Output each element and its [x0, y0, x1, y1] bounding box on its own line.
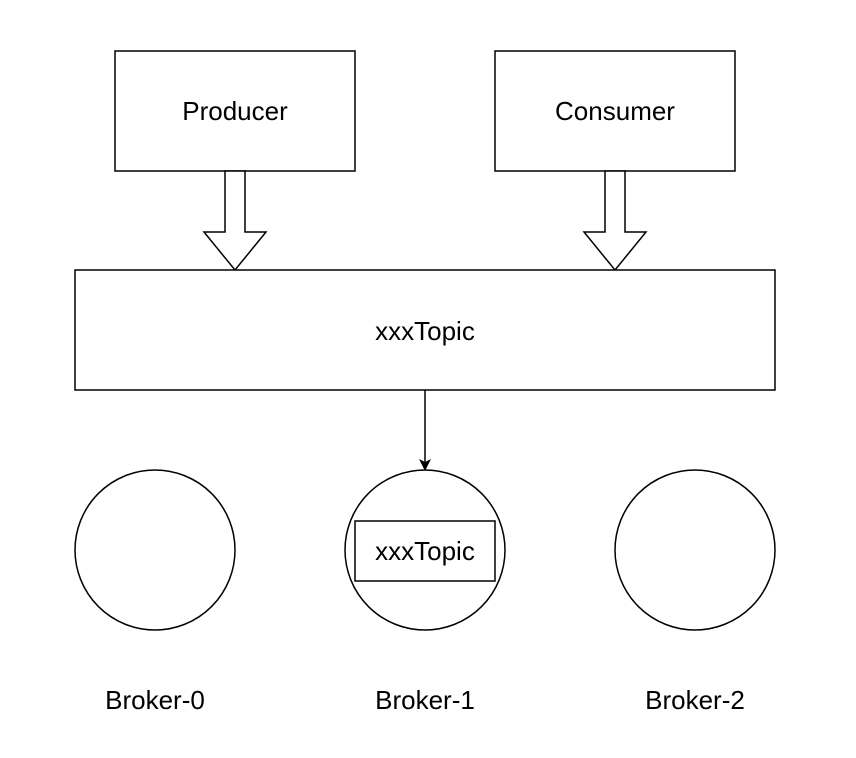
topic-node: xxxTopic — [74, 269, 776, 391]
broker-2-label: Broker-2 — [645, 685, 745, 715]
topic-label: xxxTopic — [375, 316, 475, 346]
consumer-to-topic-arrow — [582, 170, 648, 272]
broker-1-topic-label: xxxTopic — [375, 536, 475, 566]
broker-1-label: Broker-1 — [375, 685, 475, 715]
producer-to-topic-arrow — [202, 170, 268, 272]
broker-0-label: Broker-0 — [105, 685, 205, 715]
broker-0-node: Broker-0 — [74, 469, 236, 715]
broker-1-node: xxxTopic Broker-1 — [344, 469, 506, 715]
broker-2-node: Broker-2 — [614, 469, 776, 715]
broker-0-circle — [74, 469, 236, 631]
broker-1-topic-box — [354, 520, 496, 582]
consumer-node: Consumer — [494, 50, 736, 172]
consumer-box — [494, 50, 736, 172]
broker-2-circle — [614, 469, 776, 631]
producer-label: Producer — [182, 96, 288, 126]
producer-box — [114, 50, 356, 172]
topic-box — [74, 269, 776, 391]
producer-node: Producer — [114, 50, 356, 172]
consumer-label: Consumer — [555, 96, 675, 126]
